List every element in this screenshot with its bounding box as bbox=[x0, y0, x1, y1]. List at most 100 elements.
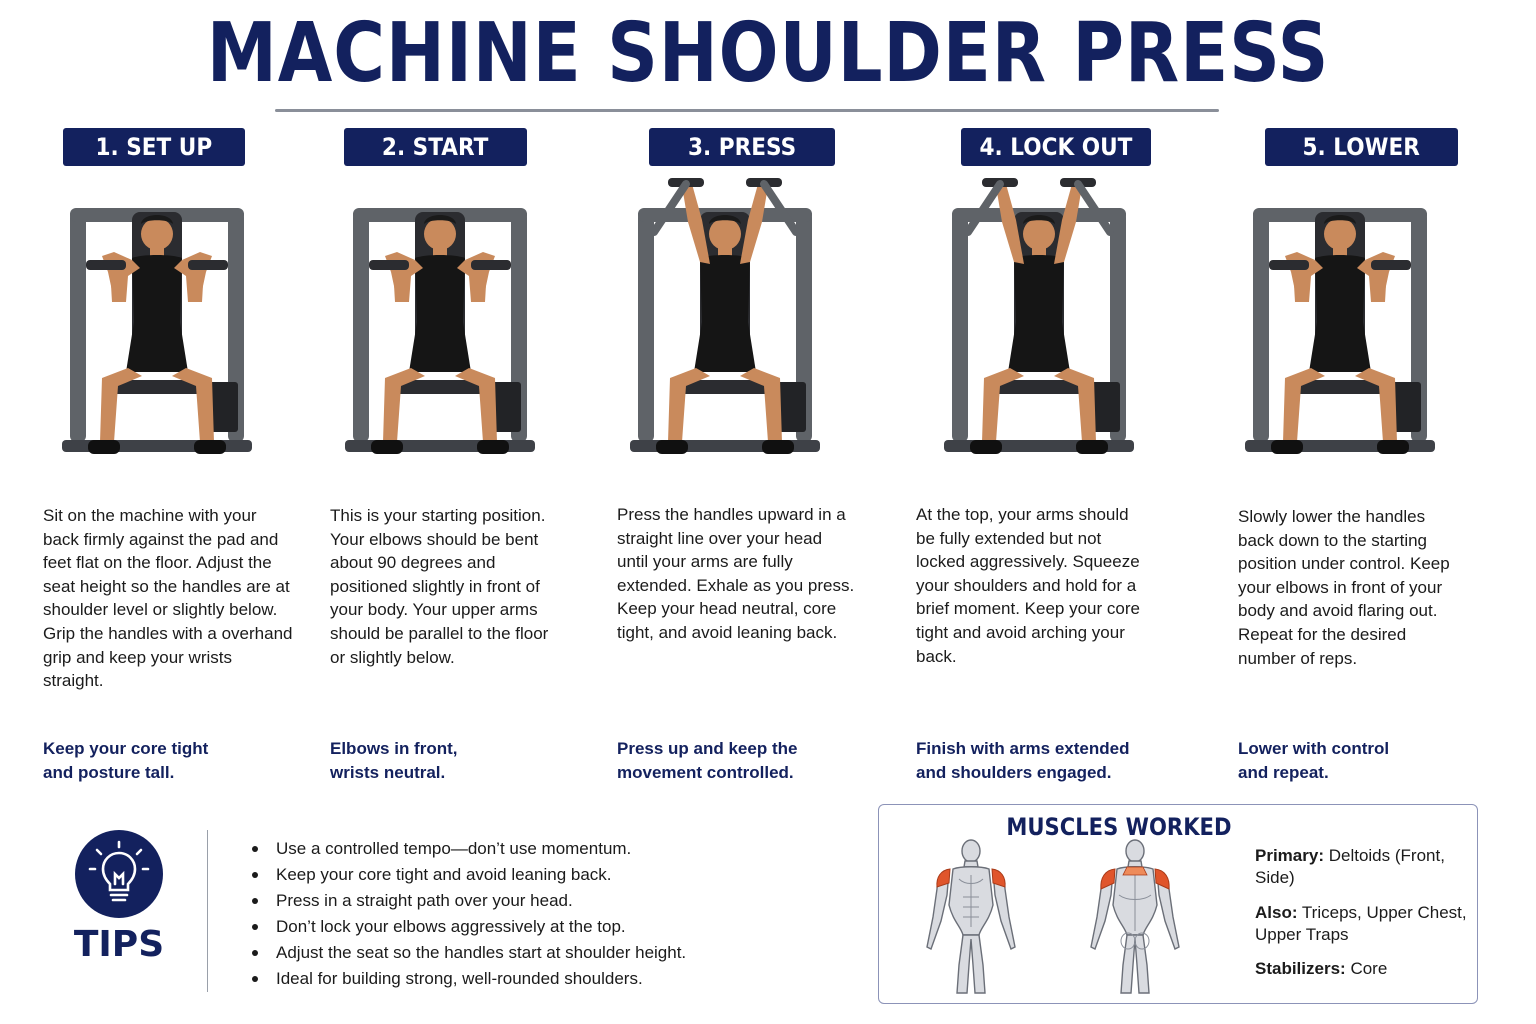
seat bbox=[112, 380, 208, 394]
left-press-arm bbox=[650, 180, 690, 236]
athlete-right-arm bbox=[1054, 184, 1082, 264]
athlete-right-shoe bbox=[1377, 440, 1409, 454]
tip-item: Use a controlled tempo—don’t use momentu… bbox=[248, 836, 808, 862]
tip-item: Don’t lock your elbows aggressively at t… bbox=[248, 914, 808, 940]
athlete-right-shoe bbox=[762, 440, 794, 454]
back-body-diagram-icon bbox=[1090, 839, 1180, 994]
athlete-left-arm bbox=[682, 184, 710, 264]
athlete-hair bbox=[141, 215, 173, 224]
athlete-tank-top bbox=[132, 255, 182, 328]
step-1-illustration bbox=[62, 208, 252, 454]
muscles-title: MUSCLES WORKED bbox=[1006, 813, 1232, 841]
tip-item: Adjust the seat so the handles start at … bbox=[248, 940, 808, 966]
athlete-left-shoe bbox=[371, 440, 403, 454]
athlete-left-forearm bbox=[393, 260, 423, 302]
athlete-neck bbox=[150, 248, 164, 258]
athlete-left-leg bbox=[668, 368, 710, 442]
athlete-shorts bbox=[409, 322, 471, 372]
muscles-also: Also: Triceps, Upper Chest, Upper Traps bbox=[1255, 903, 1467, 944]
muscles-worked-panel: MUSCLES WORKED bbox=[878, 804, 1478, 1004]
athlete-left-shoe bbox=[88, 440, 120, 454]
athlete-head bbox=[709, 218, 741, 250]
step-1-description: Sit on the machine with your back firmly… bbox=[43, 506, 293, 691]
tip-item: Keep your core tight and avoid leaning b… bbox=[248, 862, 808, 888]
step-4-cue: Finish with arms extended and shoulders … bbox=[916, 739, 1130, 782]
athlete-left-forearm bbox=[1293, 260, 1323, 302]
tips-list: Use a controlled tempo—don’t use momentu… bbox=[248, 836, 808, 992]
seat bbox=[395, 380, 491, 394]
step-5-illustration bbox=[1245, 208, 1435, 454]
athlete-right-arm bbox=[740, 184, 768, 264]
right-handle bbox=[1371, 260, 1411, 270]
athlete-right-forearm bbox=[1357, 260, 1387, 302]
athlete-right-leg bbox=[1355, 368, 1397, 442]
step-4-description: At the top, your arms should be fully ex… bbox=[916, 505, 1140, 666]
step-1-label: 1. SET UP bbox=[63, 128, 245, 166]
right-handle bbox=[471, 260, 511, 270]
athlete-shorts bbox=[126, 322, 188, 372]
step-4-label: 4. LOCK OUT bbox=[961, 128, 1151, 166]
athlete-left-leg bbox=[1283, 368, 1325, 442]
machine-frame-left bbox=[353, 212, 369, 442]
athlete-shorts bbox=[1309, 322, 1371, 372]
athlete-hair bbox=[424, 215, 456, 224]
seat bbox=[680, 380, 776, 394]
athlete-right-shoe bbox=[477, 440, 509, 454]
step-3-description: Press the handles upward in a straight l… bbox=[617, 505, 855, 642]
athlete-head bbox=[1023, 218, 1055, 250]
athlete-head bbox=[141, 218, 173, 250]
athlete-left-shoe bbox=[656, 440, 688, 454]
muscles-stabilizers: Stabilizers: Core bbox=[1255, 959, 1388, 978]
lightbulb-icon bbox=[88, 840, 150, 902]
right-press-arm bbox=[1074, 180, 1114, 236]
athlete-hair bbox=[709, 215, 741, 224]
seat bbox=[1295, 380, 1391, 394]
athlete-right-shoe bbox=[1076, 440, 1108, 454]
athlete-left-shoe bbox=[970, 440, 1002, 454]
athlete-tank-top bbox=[1315, 255, 1365, 328]
step-2-label: 2. START bbox=[344, 128, 527, 166]
right-handle bbox=[188, 260, 228, 270]
right-press-arm bbox=[760, 180, 800, 236]
step-2-cue: Elbows in front, wrists neutral. bbox=[330, 739, 458, 782]
left-handle bbox=[369, 260, 409, 270]
step-3-label: 3. PRESS bbox=[649, 128, 835, 166]
athlete-head bbox=[1324, 218, 1356, 250]
tips-badge bbox=[75, 830, 163, 918]
step-2-illustration bbox=[345, 208, 535, 454]
machine-frame-left bbox=[70, 212, 86, 442]
athlete-neck bbox=[1032, 248, 1046, 258]
tips-heading: TIPS bbox=[73, 924, 165, 965]
athlete-left-forearm bbox=[110, 260, 140, 302]
athlete-right-forearm bbox=[174, 260, 204, 302]
athlete-shorts bbox=[1008, 322, 1070, 372]
athlete-hair bbox=[1023, 215, 1055, 224]
athlete-neck bbox=[1333, 248, 1347, 258]
step-5-label: 5. LOWER bbox=[1265, 128, 1458, 166]
step-4-illustration bbox=[944, 178, 1134, 454]
athlete-shorts bbox=[694, 322, 756, 372]
step-1-cue: Keep your core tight and posture tall. bbox=[43, 739, 209, 782]
tips-divider bbox=[207, 830, 208, 992]
machine-frame-left bbox=[638, 212, 654, 442]
athlete-left-arm bbox=[996, 184, 1024, 264]
athlete-right-leg bbox=[740, 368, 782, 442]
athlete-neck bbox=[433, 248, 447, 258]
athlete-right-shoe bbox=[194, 440, 226, 454]
tip-item: Press in a straight path over your head. bbox=[248, 888, 808, 914]
athlete-right-leg bbox=[1054, 368, 1096, 442]
step-2-description: This is your starting position. Your elb… bbox=[330, 506, 549, 667]
left-handle bbox=[1269, 260, 1309, 270]
muscles-primary: Primary: Deltoids (Front, Side) bbox=[1255, 846, 1445, 887]
athlete-right-leg bbox=[455, 368, 497, 442]
athlete-left-shoe bbox=[1271, 440, 1303, 454]
step-5-cue: Lower with control and repeat. bbox=[1238, 739, 1390, 782]
seat bbox=[994, 380, 1090, 394]
page-title: MACHINE SHOULDER PRESS bbox=[206, 6, 1330, 101]
title-divider bbox=[275, 109, 1219, 112]
athlete-right-leg bbox=[172, 368, 214, 442]
athlete-left-leg bbox=[100, 368, 142, 442]
athlete-right-forearm bbox=[457, 260, 487, 302]
machine-frame-left bbox=[952, 212, 968, 442]
step-3-cue: Press up and keep the movement controlle… bbox=[617, 739, 798, 782]
